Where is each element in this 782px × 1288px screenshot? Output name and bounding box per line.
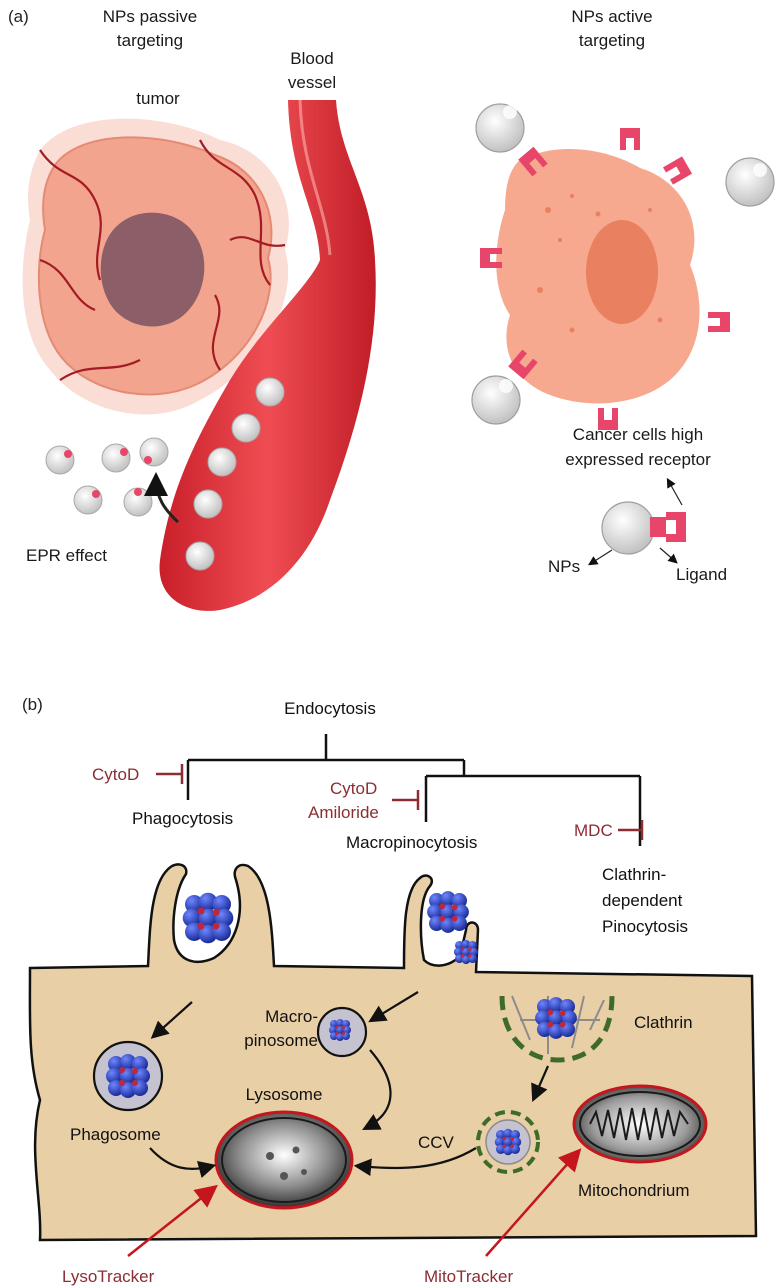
- mdc-inhibitor: MDC: [574, 821, 613, 840]
- pathway-tree: [186, 734, 642, 846]
- phagocytic-np-cluster: [182, 892, 234, 944]
- panel-a-label: (a): [8, 7, 29, 26]
- macropinocytosis-label: Macropinocytosis: [346, 833, 477, 852]
- blood-vessel-illustration: [159, 99, 376, 611]
- tumor-label: tumor: [136, 89, 180, 108]
- macropinocytic-np-cluster: [427, 891, 469, 933]
- active-targeting-title-line2: targeting: [579, 31, 645, 50]
- cytod-inhibitor-1-bar: [156, 764, 184, 784]
- amiloride-inhibitor: Amiloride: [308, 803, 379, 822]
- clathrin-pinocytosis-label-line2: dependent: [602, 891, 683, 910]
- phagocytosis-label: Phagocytosis: [132, 809, 233, 828]
- mitochondrium: [572, 1084, 708, 1164]
- nps-label: NPs: [548, 557, 580, 576]
- cytod-amiloride-bar: [392, 790, 420, 810]
- endocytosis-label: Endocytosis: [284, 699, 376, 718]
- mitotracker-label: MitoTracker: [424, 1267, 513, 1286]
- ccv-label: CCV: [418, 1133, 455, 1152]
- receptor-label-line2: expressed receptor: [565, 450, 711, 469]
- clathrin-pinocytosis-label-line1: Clathrin-: [602, 865, 666, 884]
- pathway-arrows: [149, 991, 550, 1178]
- cancer-cell-illustration: [471, 103, 775, 430]
- cell-body: [28, 863, 758, 1242]
- blood-vessel-label-line1: Blood: [290, 49, 333, 68]
- macropinosome-label-line1: Macro-: [265, 1007, 318, 1026]
- clathrin-label: Clathrin: [634, 1013, 693, 1032]
- epr-arrow: [144, 472, 180, 524]
- macropinocytic-np-small: [453, 939, 479, 965]
- lysosome-label: Lysosome: [246, 1085, 323, 1104]
- passive-targeting-title-line1: NPs passive: [103, 7, 197, 26]
- blood-vessel-label-line2: vessel: [288, 73, 336, 92]
- passive-targeting-title-line2: targeting: [117, 31, 183, 50]
- active-targeting-title-line1: NPs active: [571, 7, 652, 26]
- lysotracker-arrow: [127, 1184, 218, 1257]
- panel-b-label: (b): [22, 695, 43, 714]
- np-ligand-legend: [587, 477, 686, 566]
- tumor-illustration: [22, 118, 289, 415]
- ligand-label: Ligand: [676, 565, 727, 584]
- epr-nanoparticles: [45, 437, 169, 517]
- cancer-cell-nucleus: [586, 220, 658, 324]
- clathrin-pinocytosis-label-line3: Pinocytosis: [602, 917, 688, 936]
- mdc-inhibitor-bar: [618, 820, 644, 840]
- clathrin-coated-pit: [499, 995, 615, 1063]
- panel-a: (a) NPs passive targeting NPs active tar…: [8, 7, 775, 611]
- receptor-label-line1: Cancer cells high: [573, 425, 703, 444]
- cytod-inhibitor-1: CytoD: [92, 765, 139, 784]
- lysosome: [214, 1110, 354, 1210]
- panel-b: (b) Endocytosis CytoD CytoD Amiloride MD…: [22, 695, 758, 1286]
- macropinosome-label-line2: pinosome: [244, 1031, 318, 1050]
- ccv-vesicle: [476, 1110, 540, 1174]
- epr-effect-label: EPR effect: [26, 546, 107, 565]
- phagosome-label: Phagosome: [70, 1125, 161, 1144]
- lysotracker-label: LysoTracker: [62, 1267, 155, 1286]
- mitochondrium-label: Mitochondrium: [578, 1181, 690, 1200]
- cytod-inhibitor-2: CytoD: [330, 779, 377, 798]
- mitotracker-arrow: [485, 1148, 582, 1257]
